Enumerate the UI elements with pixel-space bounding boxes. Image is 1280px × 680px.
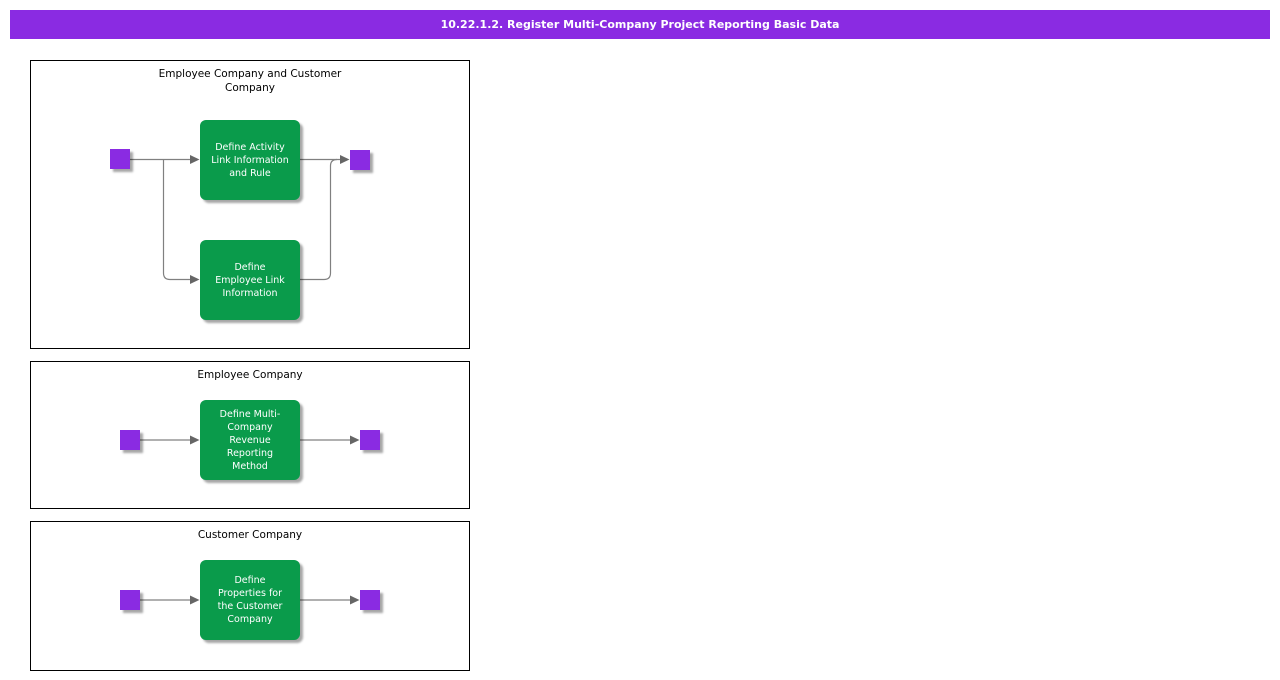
end-link-square[interactable] (360, 430, 380, 450)
diagram-title-bar: 10.22.1.2. Register Multi-Company Projec… (10, 10, 1270, 39)
task-define-multi-company-revenue-reporting-method[interactable]: Define Multi- Company Revenue Reporting … (200, 400, 300, 480)
start-link-square[interactable] (120, 590, 140, 610)
end-link-square[interactable] (350, 150, 370, 170)
lane-title: Customer Company (197, 529, 303, 541)
diagram-title: 10.22.1.2. Register Multi-Company Projec… (440, 18, 840, 31)
task-define-activity-link-information-and-rule[interactable]: Define Activity Link Information and Rul… (200, 120, 300, 200)
end-link-square[interactable] (360, 590, 380, 610)
start-link-square[interactable] (120, 430, 140, 450)
lane-title: Employee Company and Customer Company (158, 68, 342, 94)
start-link-square[interactable] (110, 149, 130, 169)
task-define-employee-link-information[interactable]: Define Employee Link Information (200, 240, 300, 320)
lane-title: Employee Company (197, 369, 303, 381)
task-define-properties-for-the-customer-company[interactable]: Define Properties for the Customer Compa… (200, 560, 300, 640)
